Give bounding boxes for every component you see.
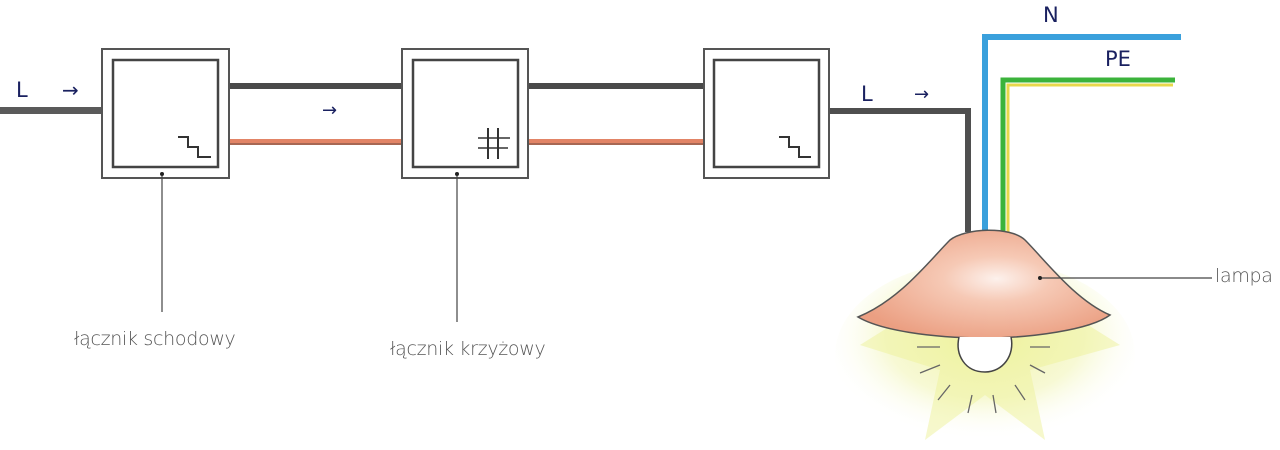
pe-label: PE — [1105, 47, 1131, 71]
cross-switch-icon — [478, 128, 510, 159]
staircase-switch-caption: łącznik schodowy — [74, 328, 236, 350]
neutral-label: N — [1043, 3, 1059, 27]
lamp — [856, 229, 1212, 414]
staircase-switch-icon — [178, 136, 211, 158]
lamp-caption: lampa — [1215, 265, 1273, 287]
staircase-switch-icon — [779, 136, 811, 158]
output-phase-wire — [827, 108, 971, 232]
output-arrow-icon: → — [914, 84, 930, 105]
pe-wire — [1000, 77, 1175, 232]
staircase-switch-3 — [703, 48, 830, 179]
light-rays — [917, 346, 1050, 414]
middle-arrow-icon: → — [322, 100, 338, 121]
cross-switch-caption: łącznik krzyżowy — [390, 338, 546, 360]
staircase-switch-1 — [101, 48, 230, 312]
traveler-wires-1-2 — [228, 83, 404, 145]
cross-switch-2 — [401, 48, 529, 322]
neutral-wire — [982, 34, 1181, 232]
output-phase-label: L — [861, 82, 873, 106]
input-arrow-icon: → — [62, 78, 79, 102]
input-phase-wire — [0, 107, 106, 114]
traveler-wires-2-3 — [527, 83, 707, 145]
bulb-icon — [957, 336, 1013, 373]
input-phase-label: L — [16, 78, 28, 102]
